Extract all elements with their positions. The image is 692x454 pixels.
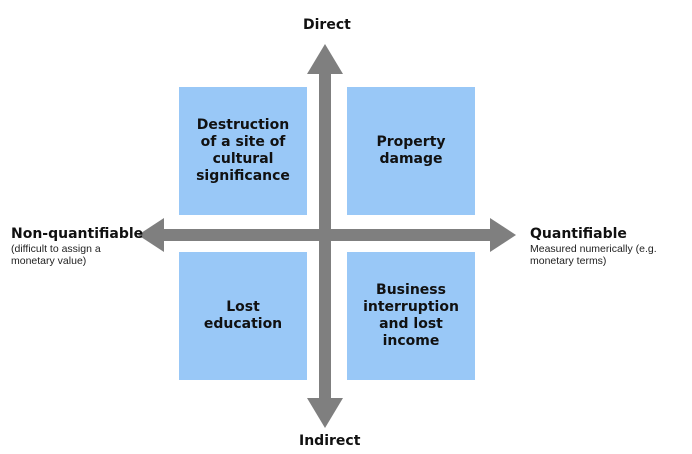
quadrant-top-left: Destruction of a site of cultural signif…	[179, 87, 307, 215]
quadrant-top-left-label: Destruction of a site of cultural signif…	[196, 117, 290, 184]
quadrant-bottom-left: Lost education	[179, 252, 307, 380]
quadrant-bottom-right: Business interruption and lost income	[347, 252, 475, 380]
quadrant-bottom-left-label: Lost education	[203, 299, 283, 332]
axis-label-left-note: (difficult to assign a monetary value)	[11, 243, 101, 267]
quadrant-bottom-right-label: Business interruption and lost income	[363, 282, 459, 349]
axis-label-right-note: Measured numerically (e.g. monetary term…	[530, 243, 657, 267]
axis-label-top: Direct	[303, 17, 351, 33]
axis-label-right-note-line1: Measured numerically (e.g.	[530, 243, 657, 255]
axis-label-right-title: Quantifiable	[530, 226, 627, 242]
axis-label-bottom: Indirect	[299, 433, 361, 449]
horizontal-axis-arrow	[138, 218, 516, 252]
axis-label-right-note-line2: monetary terms)	[530, 255, 607, 267]
quadrant-top-right-label: Property damage	[376, 134, 446, 167]
axis-label-left-title: Non-quantifiable	[11, 226, 144, 242]
quadrant-top-right: Property damage	[347, 87, 475, 215]
axis-label-left-note-line1: (difficult to assign a	[11, 243, 101, 255]
axis-label-left-note-line2: monetary value)	[11, 255, 87, 267]
